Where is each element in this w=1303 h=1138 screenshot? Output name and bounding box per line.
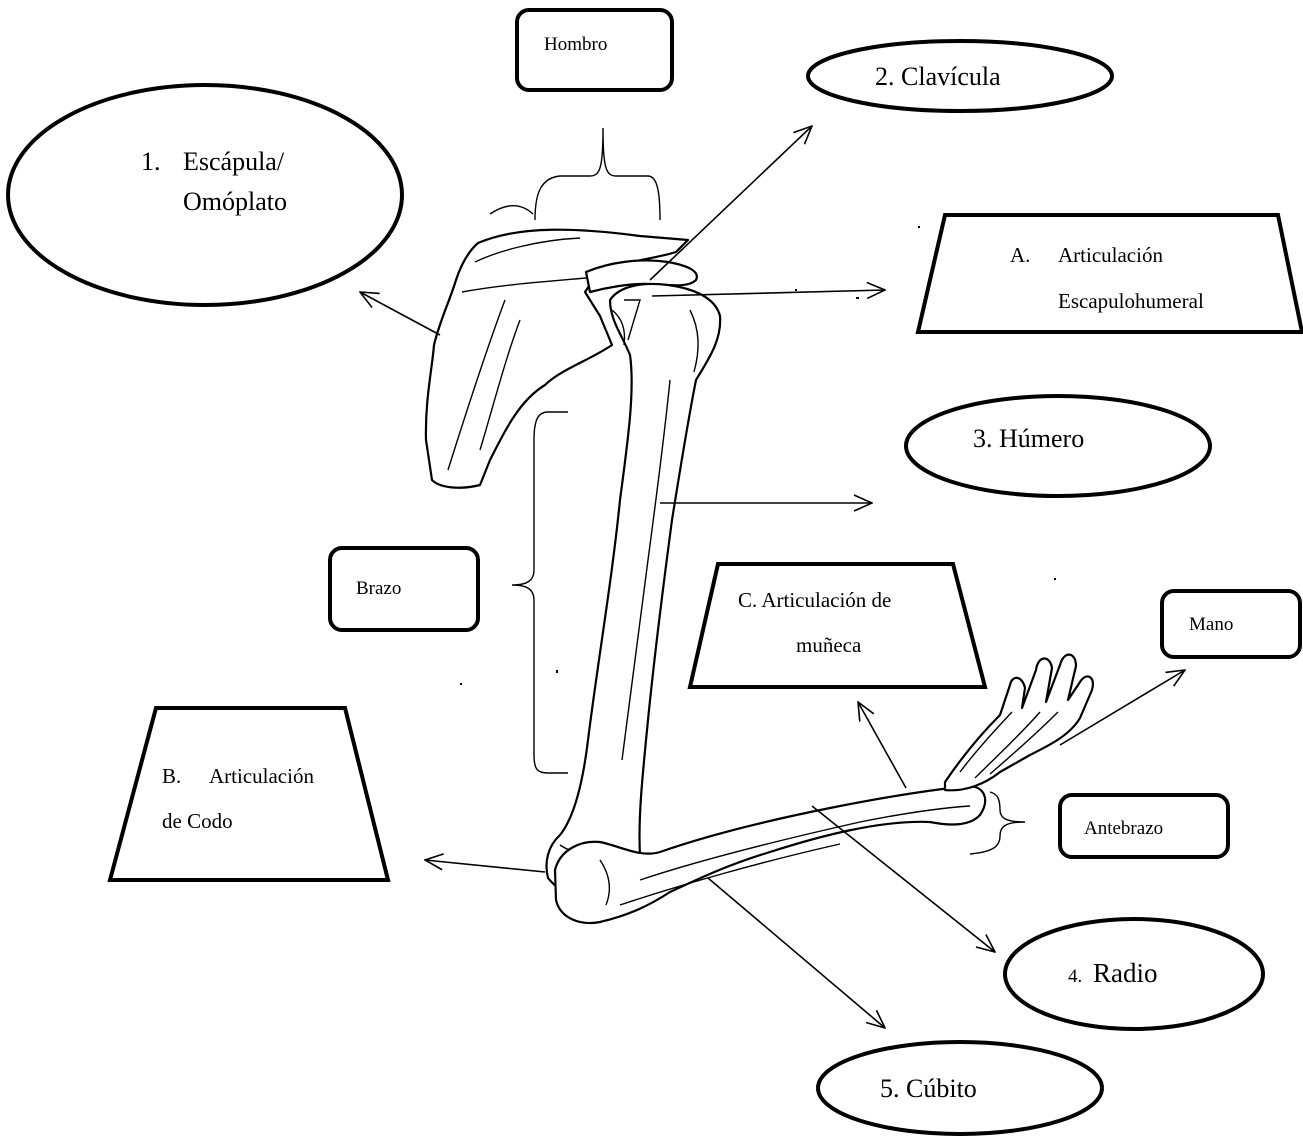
label-cubito: 5. Cúbito xyxy=(880,1074,977,1103)
arm-bracket xyxy=(512,412,568,773)
label-art-codo-line1: Articulación xyxy=(209,764,314,788)
arrow-elbow-joint xyxy=(425,860,545,872)
humerus-bone xyxy=(547,284,721,899)
label-box-brazo xyxy=(330,548,478,630)
label-box-art-muneca xyxy=(690,564,985,687)
label-art-escapulohumeral-line2: Escapulohumeral xyxy=(1058,289,1204,313)
arrow-clavicle xyxy=(650,126,812,280)
label-art-escapulohumeral-letter: A. xyxy=(1010,243,1030,267)
label-escapula-line1: Escápula/ xyxy=(183,147,285,176)
label-radio-number: 4. xyxy=(1068,966,1082,987)
label-escapula-line2: Omóplato xyxy=(183,187,287,216)
label-radio-word: Radio xyxy=(1093,958,1158,988)
arrow-radius xyxy=(812,806,995,952)
arrow-wrist-joint xyxy=(858,702,906,788)
label-art-muneca-line1: C. Articulación de xyxy=(738,588,891,612)
label-box-art-codo xyxy=(110,708,388,880)
label-escapula-number: 1. xyxy=(141,147,161,176)
label-clavicula: 2. Clavícula xyxy=(875,62,1001,91)
label-humero: 3. Húmero xyxy=(973,424,1084,453)
label-art-muneca-line2: muñeca xyxy=(796,633,862,657)
arrow-scapula xyxy=(360,292,440,335)
label-box-art-escapulohumeral xyxy=(918,215,1302,332)
arrow-ulna xyxy=(708,878,885,1028)
label-hombro: Hombro xyxy=(544,34,607,55)
label-art-escapulohumeral-line1: Articulación xyxy=(1058,243,1163,267)
label-art-codo-letter: B. xyxy=(162,764,181,788)
label-art-codo-line2: de Codo xyxy=(162,809,233,833)
label-antebrazo: Antebrazo xyxy=(1084,818,1163,839)
label-mano: Mano xyxy=(1189,614,1233,635)
label-brazo: Brazo xyxy=(356,578,401,599)
shoulder-bracket xyxy=(535,128,660,220)
